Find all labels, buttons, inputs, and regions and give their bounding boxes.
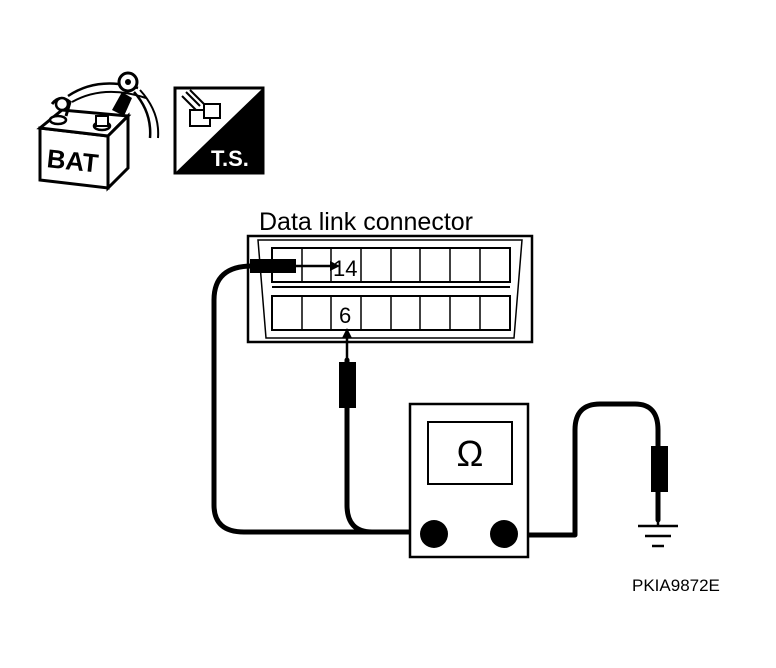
pin-14-label: 14 xyxy=(333,256,357,281)
battery-label: BAT xyxy=(45,143,99,178)
battery-disconnect-icon: BAT xyxy=(36,71,160,192)
lead-pin-14 xyxy=(211,263,421,535)
lead-ground xyxy=(512,401,661,538)
probe-pin-6 xyxy=(339,328,356,408)
test-label: T.S. xyxy=(211,146,249,171)
lead-pin-6 xyxy=(344,357,375,535)
ohm-symbol: Ω xyxy=(457,433,484,474)
figure-code: PKIA9872E xyxy=(632,576,720,595)
pin-6-label: 6 xyxy=(339,303,351,328)
meter-jack-right xyxy=(490,520,518,548)
ground-icon xyxy=(638,500,678,548)
connector-title: Data link connector xyxy=(259,208,473,236)
data-link-connector: 14 6 xyxy=(246,234,534,344)
connector-glyph-icon xyxy=(181,89,221,127)
probe-pin-14 xyxy=(250,259,340,273)
test-icon: T.S. xyxy=(173,86,265,175)
probe-ground xyxy=(651,446,668,492)
test-leads xyxy=(211,263,661,538)
meter-jack-left xyxy=(420,520,448,548)
meter-display xyxy=(427,421,513,485)
ohmmeter: Ω xyxy=(408,402,530,559)
